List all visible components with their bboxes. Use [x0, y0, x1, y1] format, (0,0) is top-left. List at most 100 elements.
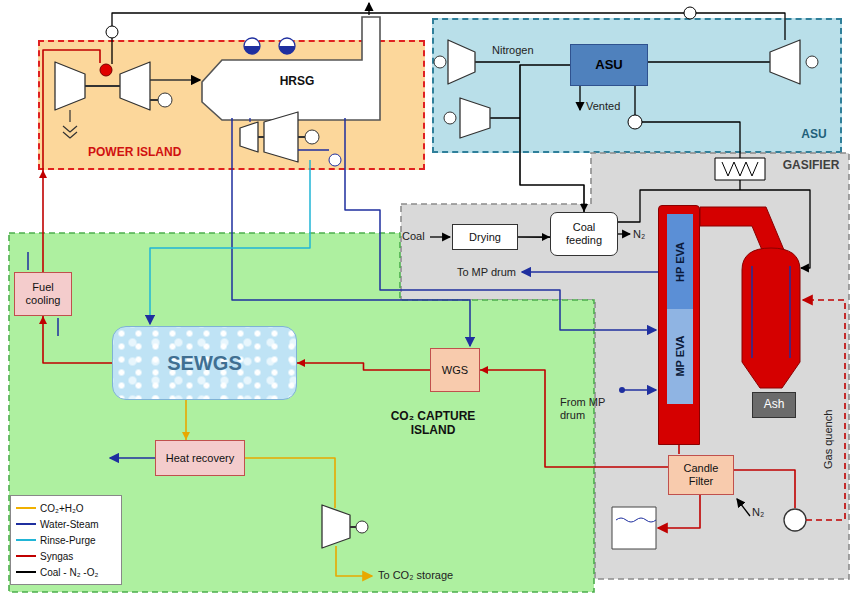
shaft: [350, 526, 356, 528]
co2-line: [336, 546, 372, 576]
flow-connector: [39, 316, 112, 363]
legend-text: CO₂+H₂O: [40, 503, 84, 514]
process-box: Ash: [752, 392, 796, 418]
steam-line: [622, 389, 656, 391]
compressor-symbol: [770, 40, 800, 84]
nitrogen-line: [737, 499, 750, 516]
process-box: Candle Filter: [668, 455, 734, 495]
drum-symbol: [279, 38, 295, 54]
legend-sample: [16, 507, 36, 509]
syngas-line: [678, 445, 680, 454]
flow-label: Coal: [402, 230, 425, 243]
compressor-symbol: [448, 40, 475, 84]
motor-symbol: [806, 56, 818, 68]
node-text: POWER ISLAND: [88, 146, 208, 160]
arrow-head: [480, 366, 488, 374]
flow-connector: [480, 370, 668, 467]
legend-row: Water-Steam: [16, 516, 116, 532]
heat-exchanger-coil: [722, 162, 758, 176]
pump-symbol: [628, 115, 642, 129]
generator-symbol: [158, 93, 172, 107]
region-panel: ASU ASU: [432, 18, 842, 153]
flow-label: N₂: [752, 506, 764, 519]
legend-sample: [16, 520, 36, 528]
compressor-symbol: [55, 62, 85, 110]
combustor-symbol: [100, 64, 112, 76]
heat-exchanger-symbol: [715, 158, 765, 180]
steam-line: [522, 271, 658, 273]
flow-label: To CO₂ storage: [378, 569, 453, 582]
arrow-head: [542, 233, 550, 241]
drum-water: [244, 46, 260, 54]
node-text: ASU: [595, 58, 622, 73]
syngas-line: [658, 495, 700, 528]
arrow-head: [39, 170, 47, 178]
legend-sample: [16, 568, 36, 576]
scrubber-symbol: [612, 507, 656, 549]
motor-symbol: [356, 521, 368, 533]
air-filter: [63, 110, 77, 138]
node-text: HRSG: [252, 75, 342, 89]
node-text: Candle Filter: [672, 462, 730, 487]
steam-line: [345, 118, 656, 330]
drum-symbol: [244, 38, 260, 54]
reactor-box: SEWGS: [112, 326, 297, 400]
region-outline: [202, 17, 380, 120]
drum-water: [279, 46, 295, 54]
compressor-symbol: [784, 509, 806, 531]
legend-sample: [16, 571, 36, 573]
vent-line: [579, 84, 580, 110]
heat-exchanger-symbol: [684, 7, 696, 19]
pump-symbol: [106, 26, 118, 38]
legend-sample: [16, 552, 36, 560]
compressor-symbol: [322, 505, 350, 548]
legend-sample: [16, 523, 36, 525]
steam-line: [232, 118, 470, 346]
stack-exhaust: [368, 3, 369, 15]
shaft: [85, 86, 158, 100]
flow-connector: [480, 366, 668, 467]
scrubber-water: [616, 518, 656, 522]
steam-line: [250, 118, 329, 150]
flow-connector: [518, 233, 550, 241]
node-text: Ash: [764, 398, 785, 412]
process-box: Heat recovery: [155, 440, 245, 476]
steam-turbine-symbol: [240, 122, 258, 152]
node-text: MP EVA: [672, 325, 688, 387]
node-text: ASU: [794, 128, 834, 142]
coal-line: [430, 236, 450, 237]
flow-label: From MP drum: [560, 396, 614, 421]
process-box: Fuel cooling: [14, 272, 72, 316]
turbine-symbol: [120, 62, 150, 110]
flow-label: N₂: [633, 228, 645, 241]
flow-label: Gas quench: [822, 404, 835, 474]
flow-label: Vented: [586, 100, 620, 113]
node-text: Fuel cooling: [18, 281, 68, 306]
process-box: ASU: [570, 44, 648, 86]
region-outline: [9, 233, 594, 592]
syngas-cooler-duct: [700, 207, 784, 250]
steam-turbine-symbol: [264, 112, 298, 162]
legend-row: Rinse-Purge: [16, 532, 116, 548]
arrow-head: [297, 359, 305, 367]
arrow-head: [39, 316, 47, 324]
generator-symbol: [305, 130, 319, 144]
legend-text: Water-Steam: [40, 519, 99, 530]
condenser-symbol: [329, 154, 341, 166]
nitrogen-vent-line: [618, 233, 630, 234]
node-text: Drying: [469, 231, 501, 244]
legend-text: Coal - N₂ -O₂: [40, 567, 98, 578]
gas-quench-line: [803, 300, 845, 520]
hrsg-shape: HRSG: [202, 17, 382, 120]
node-text: CO₂ CAPTURE ISLAND: [378, 410, 488, 438]
legend-text: Rinse-Purge: [40, 535, 96, 546]
evaporator-column: HP EVAMP EVA: [658, 205, 700, 445]
node-text: Coal feeding: [554, 221, 614, 246]
compressor-symbol: [460, 98, 490, 138]
flow-connector: [520, 65, 584, 212]
legend-row: CO₂+H₂O: [16, 500, 116, 516]
flow-connector: [182, 400, 190, 440]
flow-connector: [297, 363, 430, 370]
